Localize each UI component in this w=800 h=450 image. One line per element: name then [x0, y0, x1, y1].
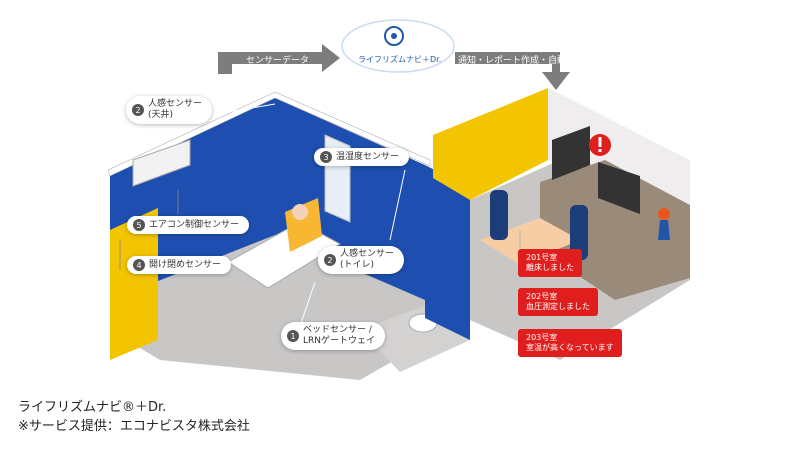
right-left-wall	[433, 88, 548, 200]
flowers	[658, 208, 670, 220]
callout-label: 人感センサー (トイレ)	[340, 249, 395, 270]
number-badge: 3	[320, 151, 332, 163]
alert-message: 離床しました	[526, 263, 574, 272]
alert-room: 201号室	[526, 253, 558, 262]
alert-room-201: 201号室 離床しました	[518, 249, 582, 277]
left-wall-top-edge	[107, 91, 431, 177]
cloud-service-name: ライフリズムナビ＋Dr.	[358, 55, 442, 64]
number-badge: 2	[132, 104, 144, 116]
callout-label: ベッドセンサー / LRNゲートウェイ	[303, 325, 376, 346]
caption-provider: ※サービス提供：エコナビスタ株式会社	[18, 419, 250, 434]
output-arrow	[455, 52, 570, 90]
callout-label: 開け閉めセンサー	[149, 259, 222, 270]
callout-temp-humidity-sensor: 3 温湿度センサー	[314, 148, 410, 166]
alert-room: 202号室	[526, 292, 558, 301]
alert-room-203: 203号室 室温が高くなっています	[518, 329, 622, 357]
number-badge: 2	[324, 254, 336, 266]
callout-open-close-sensor: 4 開け閉めセンサー	[127, 256, 232, 274]
monitor-1	[552, 126, 590, 180]
callout-aircon-sensor: 5 エアコン制御センサー	[127, 216, 250, 234]
alert-message: 室温が高くなっています	[526, 343, 614, 352]
door	[110, 208, 158, 360]
callout-label: 温湿度センサー	[336, 151, 400, 162]
pointer-line	[227, 103, 276, 113]
vase	[658, 220, 670, 240]
callout-bed-sensor: 1 ベッドセンサー / LRNゲートウェイ	[281, 322, 386, 350]
caption-service-name: ライフリズムナビ®＋Dr.	[18, 400, 167, 415]
pointer-line	[389, 169, 406, 241]
divider-wall	[425, 165, 470, 340]
cloud-icon	[341, 19, 455, 73]
callout-toilet-motion-sensor: 2 人感センサー (トイレ)	[318, 246, 405, 274]
sensor-data-arrow	[218, 44, 340, 74]
sensor-data-label: センサーデータ	[246, 56, 310, 66]
caption: ライフリズムナビ®＋Dr. ※サービス提供：エコナビスタ株式会社	[18, 398, 250, 436]
callout-label: 人感センサー (天井)	[148, 99, 203, 120]
alert-room: 203号室	[526, 333, 558, 342]
alert-message: 血圧測定しました	[526, 302, 590, 311]
alert-icon	[589, 134, 611, 156]
patient	[292, 204, 308, 220]
staff-2	[570, 205, 588, 260]
number-badge: 4	[133, 259, 145, 271]
staff-1	[490, 190, 508, 240]
callout-label: エアコン制御センサー	[149, 219, 240, 230]
number-badge: 1	[287, 330, 299, 342]
output-label: 通知・レポート作成・自動記録	[458, 56, 585, 66]
number-badge: 5	[133, 219, 145, 231]
callout-ceiling-motion-sensor: 2 人感センサー (天井)	[126, 96, 213, 124]
air-conditioner	[132, 139, 191, 187]
monitor-2	[598, 162, 640, 214]
alert-room-202: 202号室 血圧測定しました	[518, 288, 598, 316]
meeting-table	[480, 218, 580, 265]
